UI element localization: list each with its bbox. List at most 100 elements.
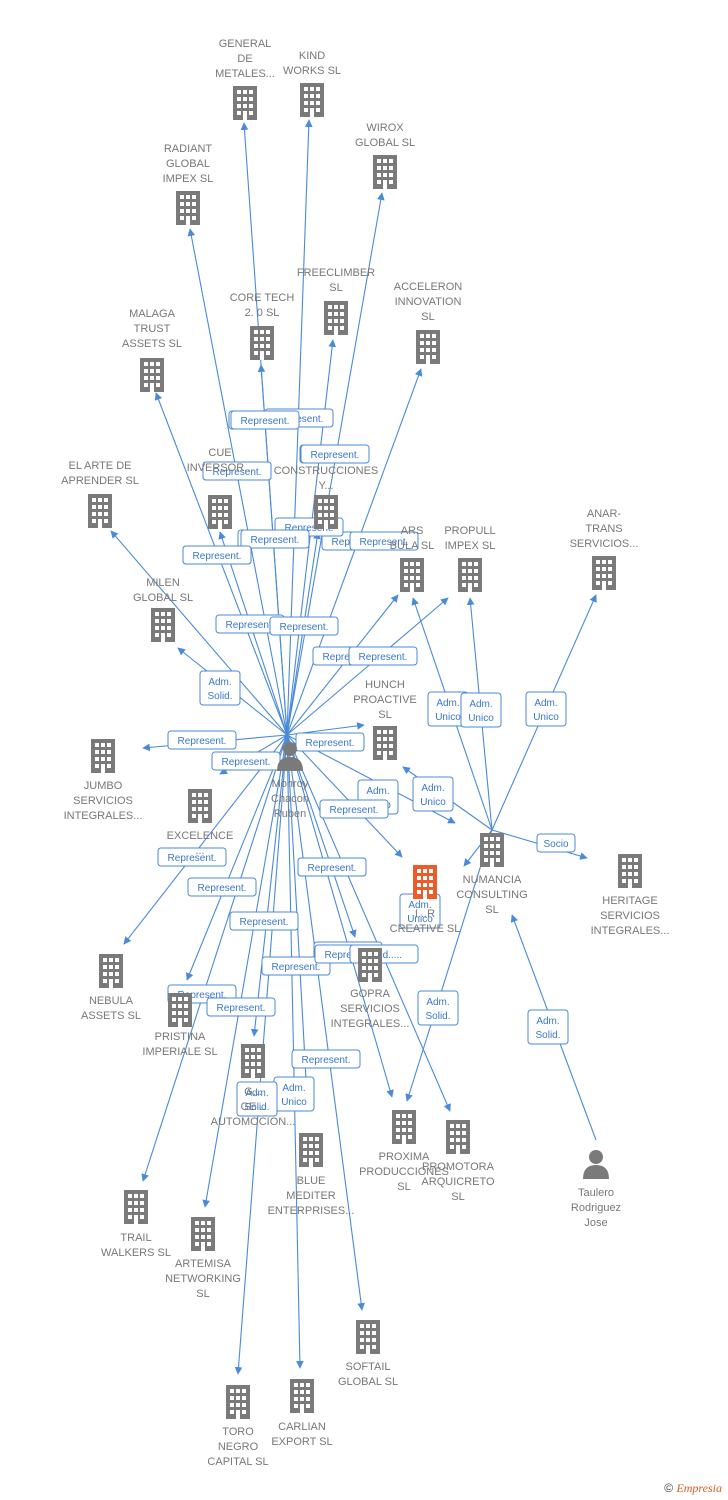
node-label-line: SL (421, 311, 434, 323)
building-icon (250, 326, 274, 360)
node-label-line: CONSULTING (456, 889, 527, 901)
edge-label-numancia-proxima-box (417, 990, 459, 1026)
company-node-excelence[interactable]: EXCELENCE... (167, 789, 234, 857)
node-label-line: CUE (208, 447, 231, 459)
company-node-cue[interactable]: CUE INVERSOR... (187, 447, 254, 529)
node-label-line: PRISTINA (155, 1031, 206, 1043)
edge-label-monrroy-hunch-text: Represent. (306, 738, 355, 749)
node-label-line: PROACTIVE (353, 694, 417, 706)
node-label-line: INNOVATION (395, 296, 462, 308)
node-label-line: EL ARTE DE (69, 460, 132, 472)
node-label-line: SERVICIOS (340, 1003, 400, 1015)
node-label-line: RADIANT (164, 143, 213, 155)
edge-label-monrroy-cue: Represent. (202, 461, 272, 481)
edge-label-monrroy-nebula-text: Represent. (168, 853, 217, 864)
node-label-line: ARS (401, 525, 424, 537)
node-label-line: MILEN (146, 577, 180, 589)
node-label-line: INVERSOR... (187, 462, 254, 474)
node-label-line: IMPERIALE SL (142, 1046, 217, 1058)
edge-monrroy-pristina (186, 734, 288, 981)
building-icon (618, 854, 642, 888)
node-label-line: DE (237, 53, 252, 65)
node-label-line: ANAR- (587, 508, 622, 520)
node-label-line: INTEGRALES... (64, 810, 143, 822)
node-label-line: NUMANCIA (463, 874, 522, 886)
edge-monrroy-automocion (250, 734, 288, 1037)
edge-label-monrroy-softail-text: Represent. (302, 1055, 351, 1066)
company-node-anar[interactable]: ANAR-TRANSSERVICIOS... (570, 508, 639, 590)
edge-label-taulero-numancia: Adm.Solid. (527, 1009, 569, 1045)
edge-label-monrroy-excelence: Represent. (211, 751, 281, 771)
edge-label-monrroy-blue: Adm.Unico (273, 1076, 315, 1112)
node-label-line: Taulero (578, 1187, 614, 1199)
edge-monrroy-wirox (286, 192, 385, 736)
node-label-line: SL (196, 1288, 209, 1300)
company-node-heritage[interactable]: HERITAGESERVICIOSINTEGRALES... (591, 854, 670, 937)
edge-label-numancia-creative-text: Unico (407, 914, 433, 925)
edge-monrroy-freeclimber (286, 339, 337, 736)
edge-monrroy-proxima (286, 734, 394, 1098)
company-node-gopra[interactable]: GOPRASERVICIOSINTEGRALES... (331, 948, 410, 1030)
node-label-line: CONSTRUCCIONES (274, 465, 379, 477)
building-icon (233, 86, 257, 120)
building-icon (191, 1217, 215, 1251)
building-icon (356, 1320, 380, 1354)
company-node-automocion[interactable]: G...GE...AUTOMOCION... (211, 1044, 296, 1128)
company-node-construcciones[interactable]: CONSTRUCCIONESY... (274, 465, 379, 529)
edge-label-extra-6: Represent. (182, 545, 252, 565)
building-icon (176, 191, 200, 225)
node-label-line: TRAIL (120, 1232, 151, 1244)
node-label-line: Rodriguez (571, 1202, 621, 1214)
node-label-line: SERVICIOS... (570, 538, 639, 550)
edge-label-numancia-propull-text: Adm. (469, 699, 492, 710)
node-label-line: BLUE (297, 1175, 326, 1187)
edge-label-monrroy-trail-text: Represent. (178, 990, 227, 1001)
company-node-pristina[interactable]: PRISTINA IMPERIALE SL (142, 993, 218, 1058)
node-label-line: GE... (240, 1101, 265, 1113)
company-node-jumbo[interactable]: JUMBOSERVICIOSINTEGRALES... (64, 739, 143, 822)
node-label-line: JUMBO (84, 780, 123, 792)
edge-label-monrroy-jumbo-text: Represent. (178, 736, 227, 747)
brand-logo[interactable]: Empresia (676, 1481, 722, 1495)
edge-label-monrroy-promotora-box (261, 956, 331, 976)
edge-label-monrroy-blue-text: Unico (281, 1097, 307, 1108)
edge-label-extra-8-box (297, 857, 367, 877)
edge-label-monrroy-milen: Adm.Solid. (199, 670, 241, 706)
node-label-line: GLOBAL SL (338, 1376, 398, 1388)
building-icon (458, 558, 482, 592)
node-label-line: INTEGRALES... (591, 925, 670, 937)
company-node-general[interactable]: GENERALDEMETALES... (215, 38, 275, 120)
company-node-blue[interactable]: BLUEMEDITERENTERPRISES... (268, 1133, 355, 1217)
edge-label-numancia-heritage-text: Socio (543, 839, 568, 850)
copyright-notice: © Empresia (664, 1481, 722, 1496)
edge-label-monrroy-coretech: Represent. (230, 410, 300, 430)
building-icon (99, 954, 123, 988)
node-label-line: G... (244, 1086, 262, 1098)
edge-label-extra-5: Represent. (240, 529, 310, 549)
